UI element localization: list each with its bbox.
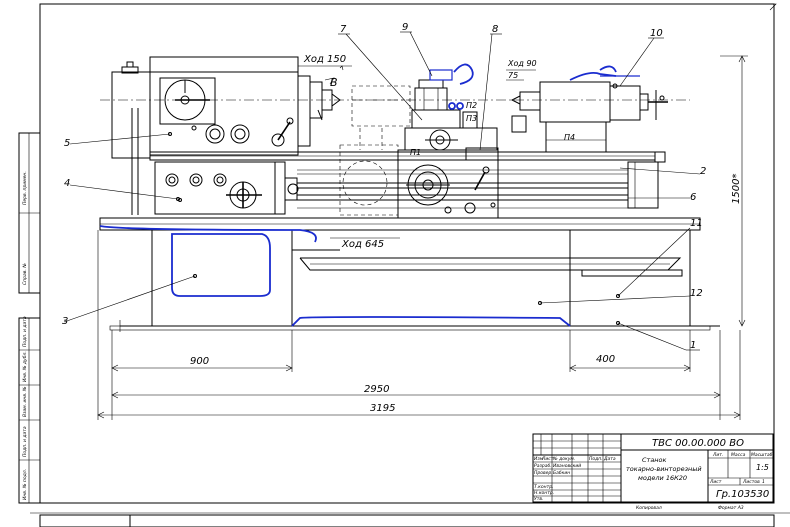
position-label-8: 8 — [492, 24, 498, 35]
side-stamp-s5: Взам. инв. № — [22, 386, 28, 417]
tb-role-tcontrol: Т.контр. — [534, 484, 554, 490]
tb-col-scale: Масштаб — [751, 452, 773, 458]
view-b-label: B — [330, 76, 338, 89]
side-stamp-s2: Справ. № — [22, 263, 28, 285]
dimension-3195: 3195 — [370, 403, 395, 414]
bed-base — [99, 132, 720, 332]
position-label-11: 11 — [690, 218, 703, 229]
headstock — [111, 56, 311, 215]
spindle-chuck — [309, 65, 344, 121]
motion-label-p1: П1 — [410, 148, 421, 157]
tb-role-ncontrol: Н.контр. — [534, 490, 554, 496]
tb-scale-value: 1:5 — [756, 463, 769, 472]
position-label-10: 10 — [650, 28, 663, 39]
dimension-1500: 1500* — [731, 174, 742, 204]
travel-annotations: Ход 150 Ход 90 75 Ход 645 B П1 П2 П3 П4 — [298, 54, 575, 250]
dimension-2950: 2950 — [364, 384, 389, 395]
tb-designation: ТВС 00.00.000 ВО — [652, 438, 744, 449]
tb-role-check: Провер. — [534, 470, 553, 476]
motion-label-p3: П3 — [466, 114, 477, 123]
footer-copied: Копировал — [636, 505, 662, 511]
position-label-3: 3 — [62, 316, 68, 327]
side-stamp-s1: Перв. примен. — [22, 171, 28, 205]
position-label-9: 9 — [402, 22, 408, 33]
tb-col-lit: Лит. — [712, 452, 723, 458]
cross-slide-travel-label: Ход 150 — [303, 54, 346, 65]
dimension-900: 900 — [190, 356, 209, 367]
lathe-body — [99, 56, 720, 332]
position-label-7: 7 — [340, 24, 347, 35]
position-label-4: 4 — [64, 178, 70, 189]
tb-group: Гр.103530 — [716, 489, 769, 500]
side-stamp-s4: Инв. № дубл. — [22, 351, 28, 382]
feed-gearbox — [154, 161, 286, 215]
motion-label-p2: П2 — [466, 101, 477, 110]
tb-row-list: Лист — [541, 456, 554, 462]
position-label-6: 6 — [690, 192, 696, 203]
tb-sheets: Листов — [742, 479, 760, 485]
side-stamp-s3: Подп. и дата — [22, 316, 28, 347]
side-stamp-s6: Подп. и дата — [22, 426, 28, 457]
tb-sheet: Лист — [709, 479, 722, 485]
bed-ways — [149, 151, 666, 163]
side-stamp: Перв. примен. Справ. № Подп. и дата Инв.… — [18, 132, 41, 504]
carriage-travel-label: Ход 645 — [341, 239, 384, 250]
position-label-2: 2 — [700, 166, 706, 177]
tailstock — [510, 81, 668, 153]
tb-dev-name: Ивановский — [553, 463, 581, 469]
tb-role-approve: Утв. — [534, 496, 543, 502]
position-label-12: 12 — [690, 288, 703, 299]
tailstock-travel-label: Ход 90 — [507, 59, 537, 68]
highlight-outlines — [99, 63, 640, 327]
tb-title-line3: модели 16К20 — [638, 474, 687, 482]
tailstock-dim-label: 75 — [508, 71, 518, 80]
lead-screw — [284, 169, 628, 209]
position-label-5: 5 — [64, 138, 70, 149]
tb-sheets-value: 1 — [762, 479, 765, 485]
tb-role-dev: Разраб. — [534, 463, 552, 469]
tb-title-line2: токарно-винторезный — [626, 465, 702, 473]
position-leaders: 1 2 3 4 5 6 7 8 9 10 11 12 — [62, 22, 706, 351]
tb-row-date: Дата — [603, 456, 616, 462]
tb-row-sign: Подп. — [589, 456, 603, 462]
end-bracket — [627, 161, 659, 209]
dimension-400: 400 — [596, 354, 615, 365]
footer-format: Формат A3 — [718, 505, 744, 511]
side-stamp-s7: Инв. № подл. — [22, 469, 28, 500]
tb-col-mass: Масса — [731, 452, 746, 458]
tb-row-doc: № докум. — [552, 456, 575, 462]
tb-row-izm: Изм — [534, 456, 544, 462]
title-block: Изм Лист № докум. Подп. Дата Разраб. Ива… — [532, 433, 774, 511]
tb-check-name: Бабкин — [553, 470, 570, 476]
position-label-1: 1 — [690, 340, 696, 351]
tb-title-line1: Станок — [642, 456, 667, 464]
dimension-lines: 900 400 2950 3195 1500* — [97, 55, 748, 420]
cross-slide-toolpost — [404, 79, 498, 151]
motion-label-p4: П4 — [564, 133, 575, 142]
